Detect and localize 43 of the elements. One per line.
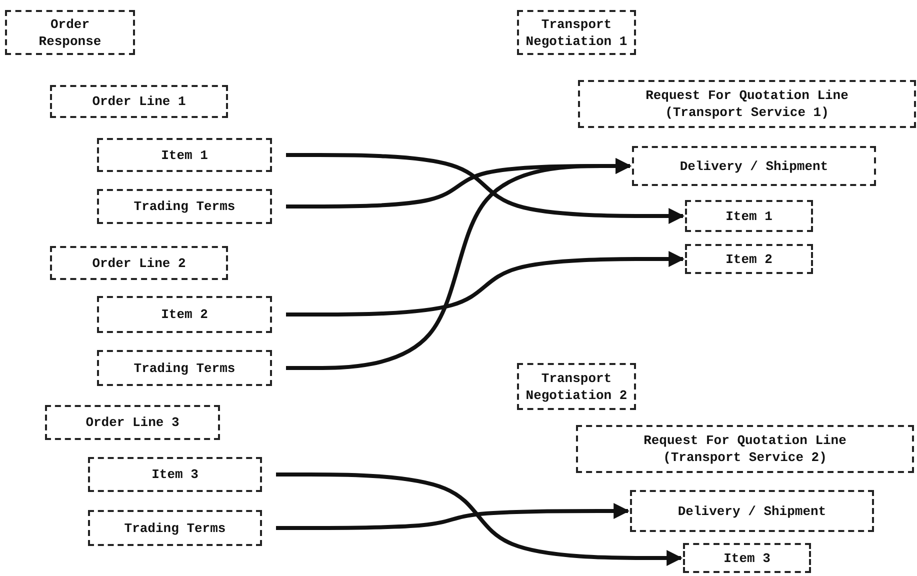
box-label: Order Line 3: [86, 414, 180, 431]
box-label: Order Line 2: [92, 254, 186, 272]
curved-arrow: [276, 503, 630, 530]
dashed-box: [683, 543, 811, 573]
box-label: Delivery / Shipment: [678, 502, 826, 520]
box-label: Transport Negotiation 1: [524, 16, 628, 50]
box-label: Request For Quotation Line (Transport Service 2): [642, 432, 848, 466]
dashed-box: [50, 246, 228, 280]
dashed-box: [5, 10, 135, 55]
dashed-box: [88, 510, 262, 546]
box-label: Item 2: [726, 250, 772, 268]
box-label: Trading Terms: [134, 198, 236, 215]
box-label: Item 2: [161, 306, 208, 323]
dashed-box: [632, 146, 876, 186]
dashed-box: [50, 85, 228, 118]
dashed-box: [576, 425, 914, 473]
dashed-box: [97, 138, 272, 172]
dashed-box: [97, 350, 272, 386]
box-label: Order Line 1: [92, 93, 186, 110]
dashed-box: [517, 10, 636, 55]
box-label: Trading Terms: [134, 360, 236, 376]
dashed-box: [630, 490, 874, 532]
dashed-box: [45, 405, 220, 440]
dashed-box: [685, 200, 813, 232]
curved-arrow: [276, 472, 683, 566]
box-label: Item 3: [152, 466, 198, 483]
box-label: Item 1: [161, 146, 208, 164]
box-label: Transport Negotiation 2: [524, 370, 628, 404]
box-label: Trading Terms: [124, 520, 226, 536]
box-label: Item 3: [724, 550, 770, 566]
dashed-box: [578, 80, 916, 128]
box-label: Delivery / Shipment: [680, 158, 828, 174]
curved-arrow: [286, 158, 632, 370]
dashed-box: [685, 244, 813, 274]
dashed-box: [97, 189, 272, 224]
box-label: Item 1: [726, 208, 772, 224]
curved-arrow: [286, 153, 685, 224]
dashed-box: [517, 363, 636, 410]
dashed-box: [97, 296, 272, 333]
curved-arrow: [286, 251, 685, 316]
dashed-box: [88, 457, 262, 492]
box-label: Request For Quotation Line (Transport Service 1): [644, 87, 850, 121]
box-label: Order Response: [38, 16, 102, 50]
